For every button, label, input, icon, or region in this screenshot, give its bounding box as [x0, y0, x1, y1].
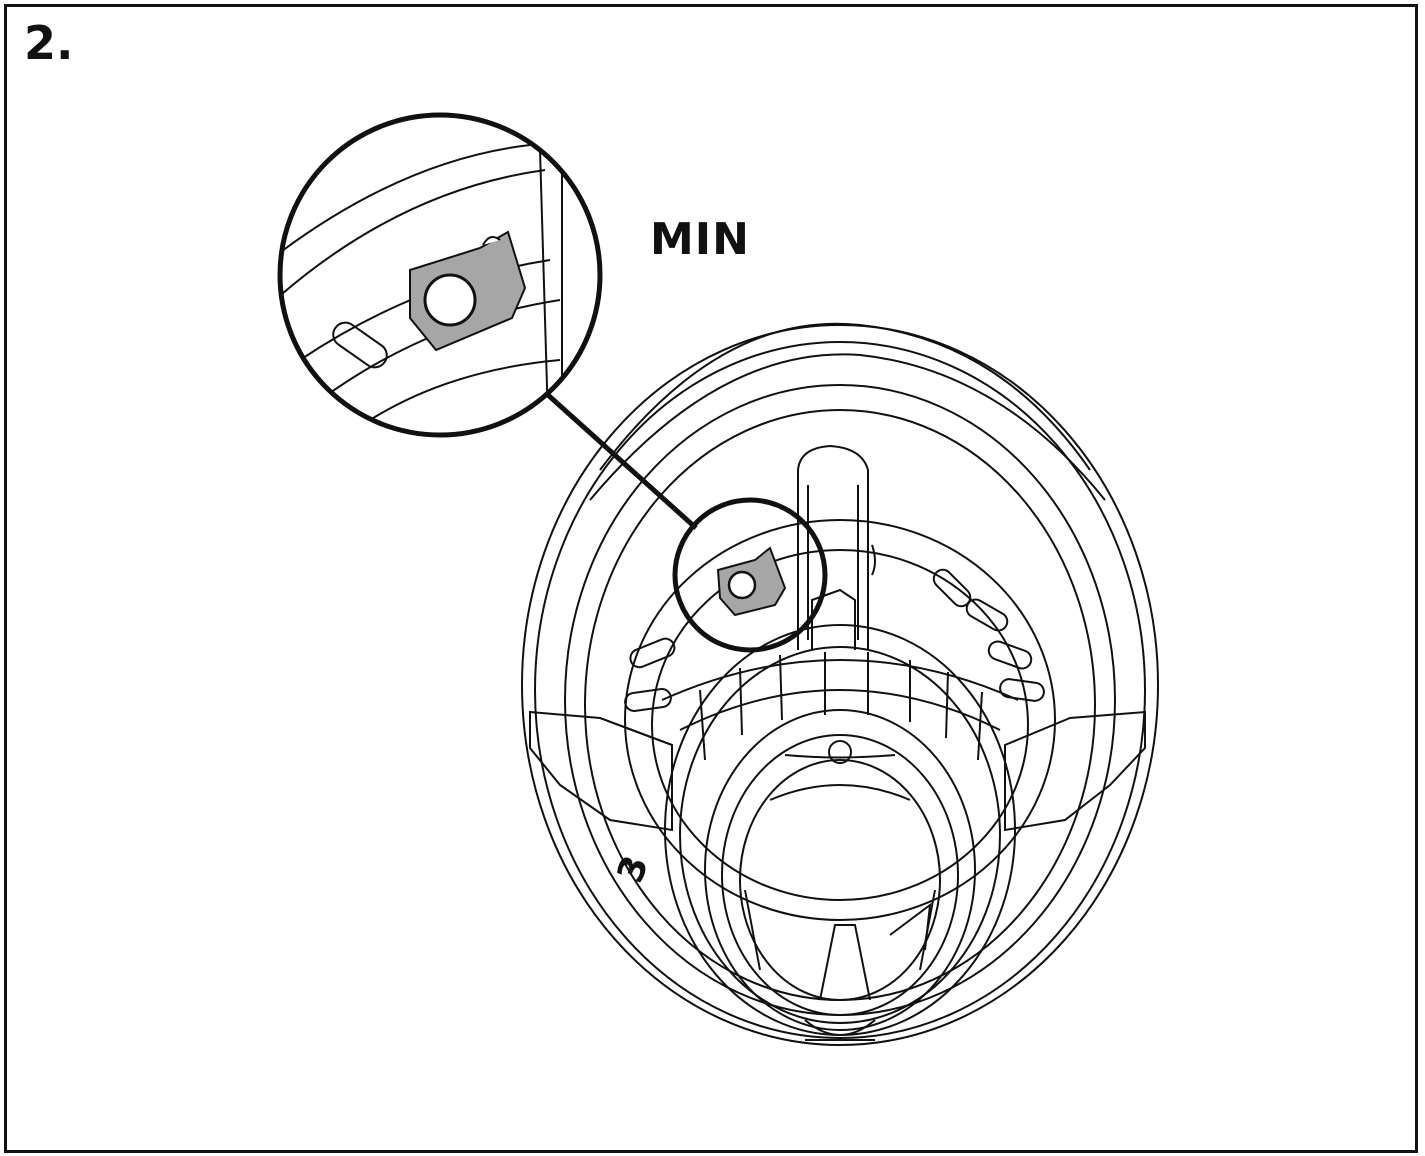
inner-burr-chamber: [704, 709, 976, 1041]
dial-number: 3: [610, 851, 657, 889]
side-wings: [529, 710, 1146, 832]
zoom-inset: [277, 112, 603, 438]
min-label: MIN: [650, 214, 750, 265]
diagram-frame: [4, 4, 1418, 1153]
adjustment-ring: [624, 519, 1056, 921]
step-number: 2.: [24, 16, 74, 70]
knurled-grip-ring: [661, 624, 1019, 1036]
min-setting-marker-icon: [409, 230, 787, 617]
magnifier-callout-icon: [546, 393, 828, 653]
